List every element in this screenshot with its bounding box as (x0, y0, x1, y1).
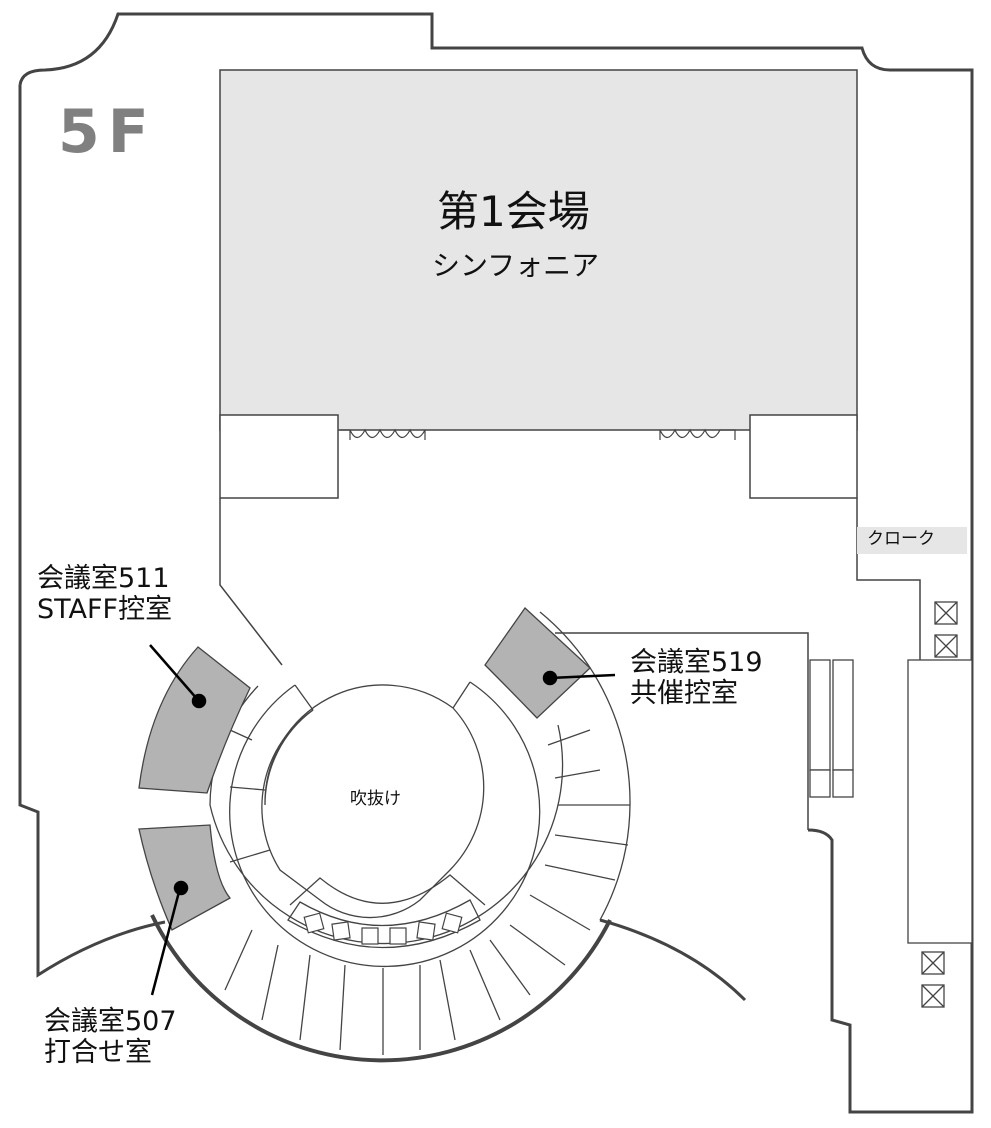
room-511 (138, 646, 251, 794)
atrium-label: 吹抜け (350, 789, 401, 809)
right-arc-wall (599, 918, 747, 1002)
corridor-right (856, 498, 921, 660)
room-511-name: 会議室511 (37, 563, 170, 594)
left-wall (18, 85, 166, 978)
room-507-name: 会議室507 (44, 1006, 177, 1037)
escalators (809, 659, 973, 944)
main-hall (219, 69, 858, 431)
rotunda-stalls (224, 729, 630, 1055)
room-519-label: 会議室519 共催控室 (630, 647, 763, 709)
room-519 (484, 607, 591, 719)
cloak-label: クローク (867, 529, 935, 549)
building-outline (18, 12, 974, 1114)
stair-icons (303, 912, 463, 945)
room-511-use: STAFF控室 (37, 594, 173, 626)
main-hall-title: 第1会場 (437, 187, 590, 236)
leader-lines (149, 644, 616, 996)
room-519-use: 共催控室 (630, 678, 738, 710)
corridor-519 (555, 632, 809, 830)
cloak-counter (857, 527, 967, 554)
main-hall-subtitle: シンフォニア (432, 249, 600, 282)
bottom-arc-wall (150, 914, 612, 1063)
room-511-label: 会議室511 STAFF控室 (37, 563, 172, 625)
room-519-name: 会議室519 (630, 647, 763, 678)
room-507-label: 会議室507 打合せ室 (44, 1006, 177, 1068)
room-507 (138, 824, 232, 931)
floor-label: 5F (58, 97, 157, 167)
side-room-left (219, 414, 339, 499)
side-room-right (749, 414, 858, 499)
hall-doors (340, 428, 736, 440)
corridor-left (219, 498, 283, 666)
room-507-use: 打合せ室 (44, 1037, 152, 1069)
elevator-icons (921, 601, 958, 1008)
